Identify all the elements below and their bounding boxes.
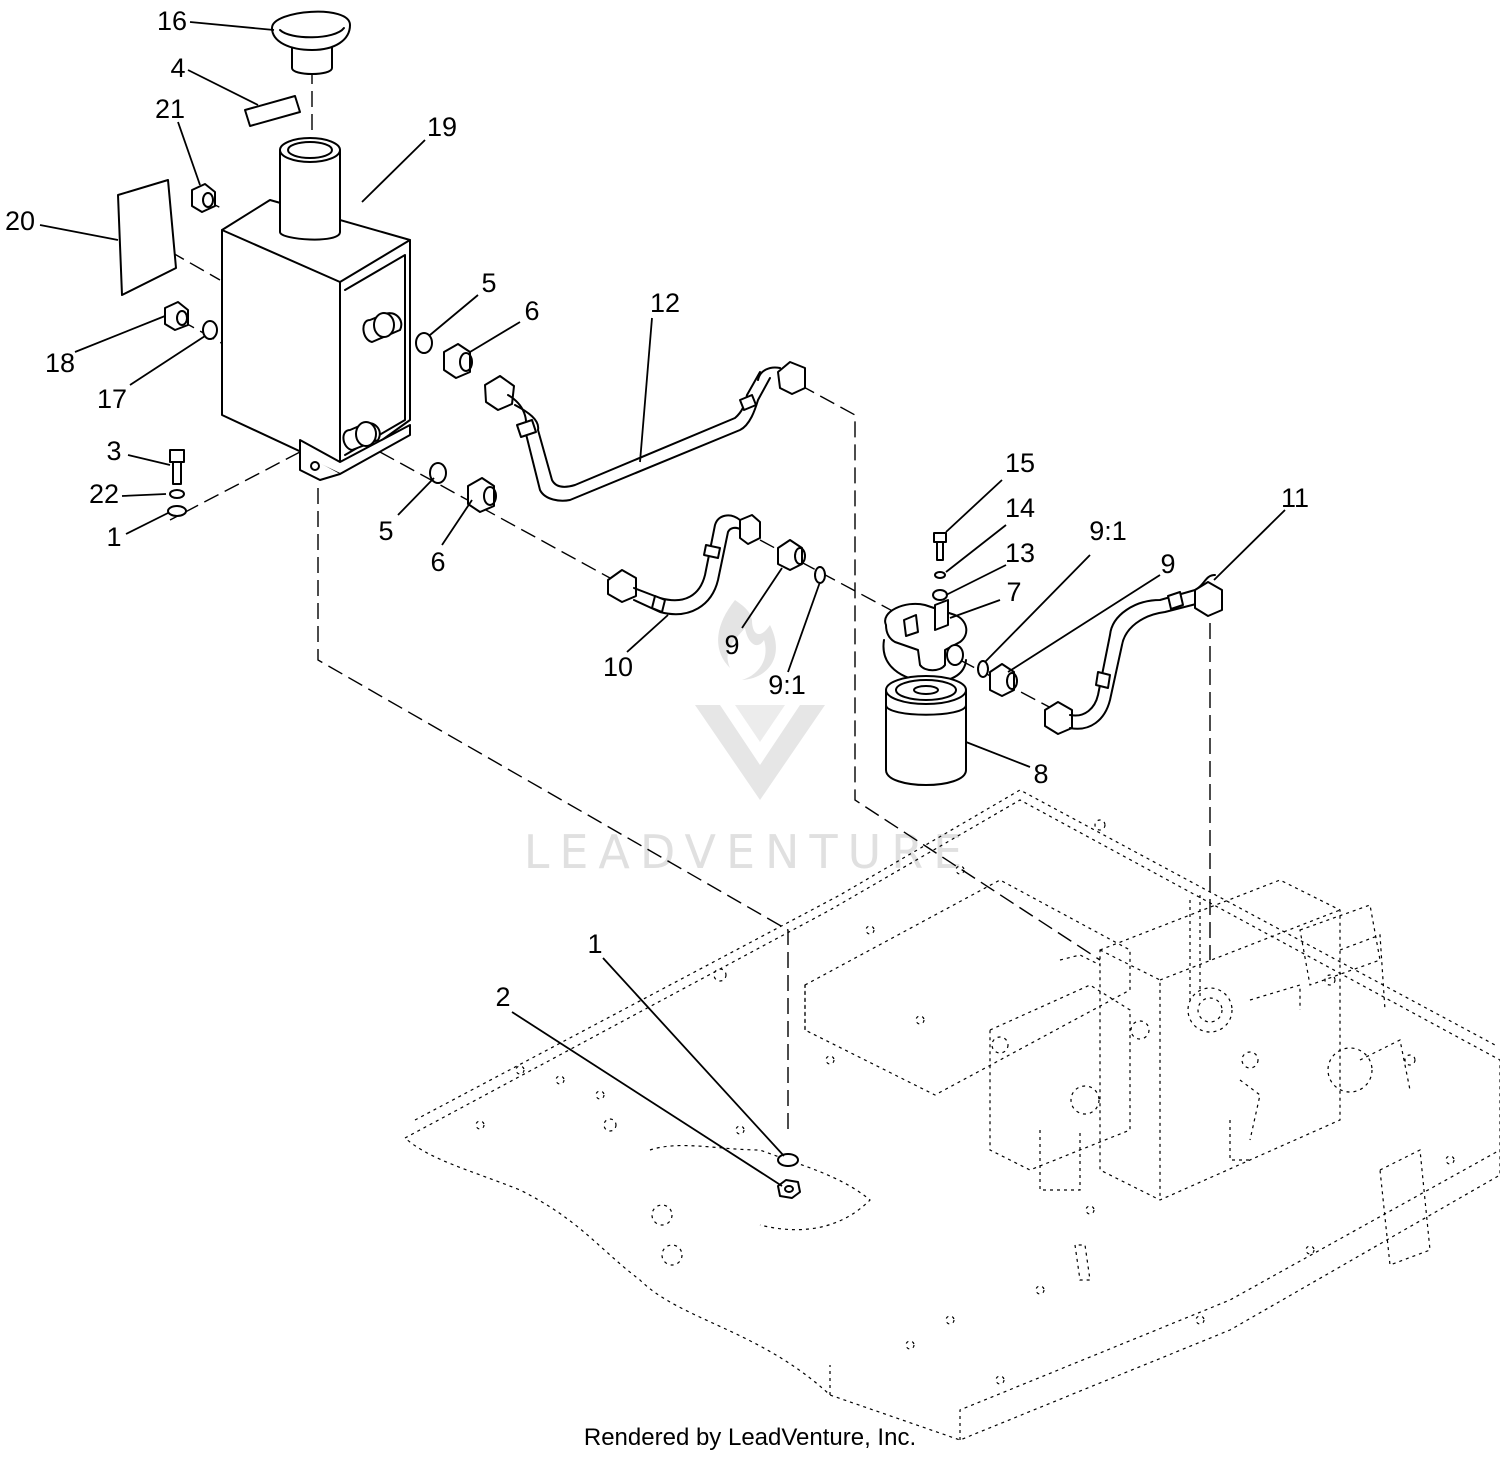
callout-3: 3: [106, 436, 121, 466]
callout-4: 4: [170, 53, 185, 83]
lock-washer-22: [169, 489, 185, 499]
callout-19: 19: [427, 112, 457, 142]
callout-5-upper: 5: [481, 268, 496, 298]
callout-labels: 16 4 21 19 20 5 6 12 18 17 3 22 1 5 6 15…: [5, 6, 1309, 1012]
callout-1-lower: 1: [587, 929, 602, 959]
callout-9-left: 9: [724, 630, 739, 660]
filter-head-7: [882, 599, 968, 683]
decal-small: [244, 95, 301, 127]
callout-6-upper: 6: [524, 296, 539, 326]
callout-8: 8: [1033, 759, 1048, 789]
callout-6-lower: 6: [430, 547, 445, 577]
callout-10: 10: [603, 652, 633, 682]
oil-filter-8: [885, 675, 967, 786]
washer-14: [934, 571, 946, 579]
fitting-9-left: [777, 539, 806, 571]
breather-cap: [271, 10, 351, 75]
callout-1-upper: 1: [106, 522, 121, 552]
callout-22: 22: [89, 479, 119, 509]
o-ring-9-1-left: [814, 566, 826, 584]
bolt-3: [169, 449, 185, 485]
hose-12: [484, 361, 806, 502]
callout-12: 12: [650, 288, 680, 318]
mower-deck-frame: [403, 789, 1500, 1441]
leader-lines: [39, 21, 1286, 1187]
o-ring-5-upper: [415, 332, 433, 354]
callout-9-right: 9: [1160, 549, 1175, 579]
hose-10: [607, 514, 761, 616]
callout-21: 21: [155, 94, 185, 124]
callout-16: 16: [157, 6, 187, 36]
callout-17: 17: [97, 384, 127, 414]
callout-11: 11: [1281, 483, 1309, 513]
washer-1-lower: [777, 1153, 799, 1167]
o-ring-17: [202, 320, 218, 340]
callout-14: 14: [1005, 493, 1035, 523]
callout-15: 15: [1005, 448, 1035, 478]
callout-20: 20: [5, 206, 35, 236]
hose-11: [1044, 574, 1223, 735]
spacer-13: [932, 589, 948, 601]
plug-lower: [164, 301, 189, 331]
callout-2: 2: [495, 982, 510, 1012]
callout-7: 7: [1006, 577, 1021, 607]
fitting-6-upper: [443, 343, 473, 379]
callout-18: 18: [45, 348, 75, 378]
callout-9-1-upper: 9:1: [1089, 516, 1127, 546]
hydraulic-reservoir-tank: [221, 137, 411, 481]
callout-9-1-lower: 9:1: [768, 670, 806, 700]
callout-13: 13: [1005, 538, 1035, 568]
render-credit: Rendered by LeadVenture, Inc.: [583, 1424, 917, 1451]
nut-2: [777, 1179, 801, 1199]
plug-upper: [191, 183, 216, 213]
watermark-text: LEADVENTURE: [524, 825, 973, 879]
washer-1-upper: [167, 505, 187, 517]
callout-5-lower: 5: [378, 516, 393, 546]
hydro-pump-assembly: [989, 879, 1386, 1201]
o-ring-9-1-right: [977, 660, 989, 678]
fitting-6-lower: [467, 477, 497, 513]
leadventure-logo-watermark: [695, 600, 825, 800]
bolt-15: [933, 532, 947, 561]
decal-large: [117, 179, 177, 296]
